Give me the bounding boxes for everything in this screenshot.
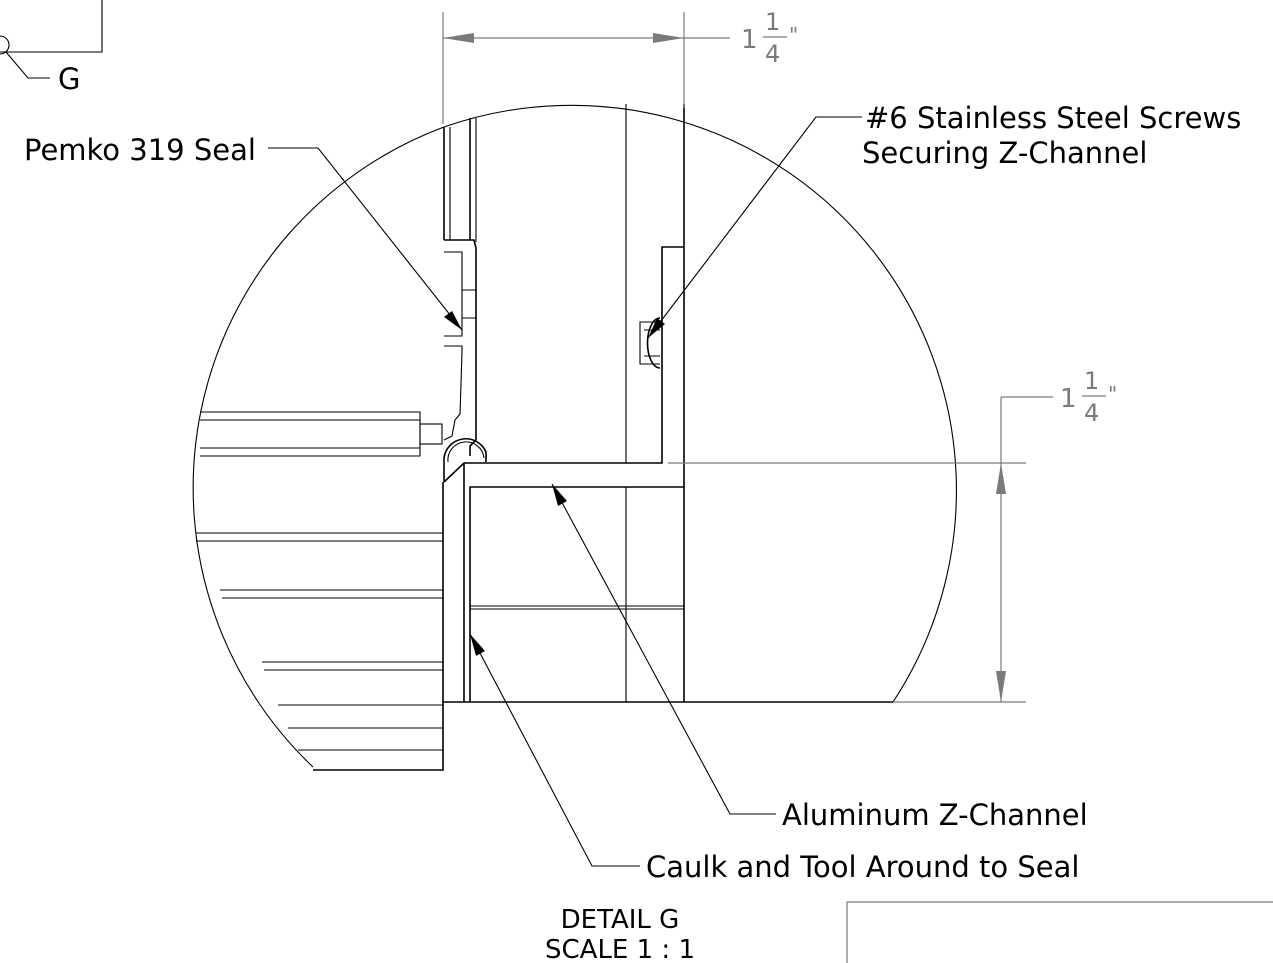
dimension-top-whole: 1 [741,25,758,55]
detail-title-line1: DETAIL G [561,905,680,935]
detail-callout: G [0,0,103,96]
dimension-right: 1 1 4 " [668,367,1117,703]
dimension-top-denominator: 4 [765,40,780,68]
dimension-top-unit: " [789,23,798,47]
title-block-frame [846,901,1273,963]
leader-caulk: Caulk and Tool Around to Seal [469,633,1079,884]
label-screws-line1: #6 Stainless Steel Screws [865,101,1241,135]
detail-boundary-left [192,126,445,768]
label-z-channel: Aluminum Z-Channel [782,798,1088,832]
door-section [443,104,893,703]
leader-z-channel: Aluminum Z-Channel [551,483,1088,832]
label-seal: Pemko 319 Seal [24,133,256,167]
detail-title-line2: SCALE 1 : 1 [545,935,695,963]
leader-seal: Pemko 319 Seal [24,133,463,331]
detail-boundary [443,104,957,703]
detail-title: DETAIL G SCALE 1 : 1 [545,905,695,963]
dimension-right-denominator: 4 [1084,399,1099,427]
dimension-right-unit: " [1108,382,1117,406]
dimension-top-numerator: 1 [765,8,780,36]
label-caulk: Caulk and Tool Around to Seal [646,850,1079,884]
dimension-right-numerator: 1 [1084,367,1099,395]
detail-callout-letter: G [58,62,80,96]
dimension-right-whole: 1 [1060,384,1077,414]
leader-screws: #6 Stainless Steel Screws Securing Z-Cha… [647,101,1241,339]
dimension-top: 1 1 4 " [442,8,798,124]
frame-panel [196,411,444,771]
label-screws-line2: Securing Z-Channel [862,136,1147,170]
